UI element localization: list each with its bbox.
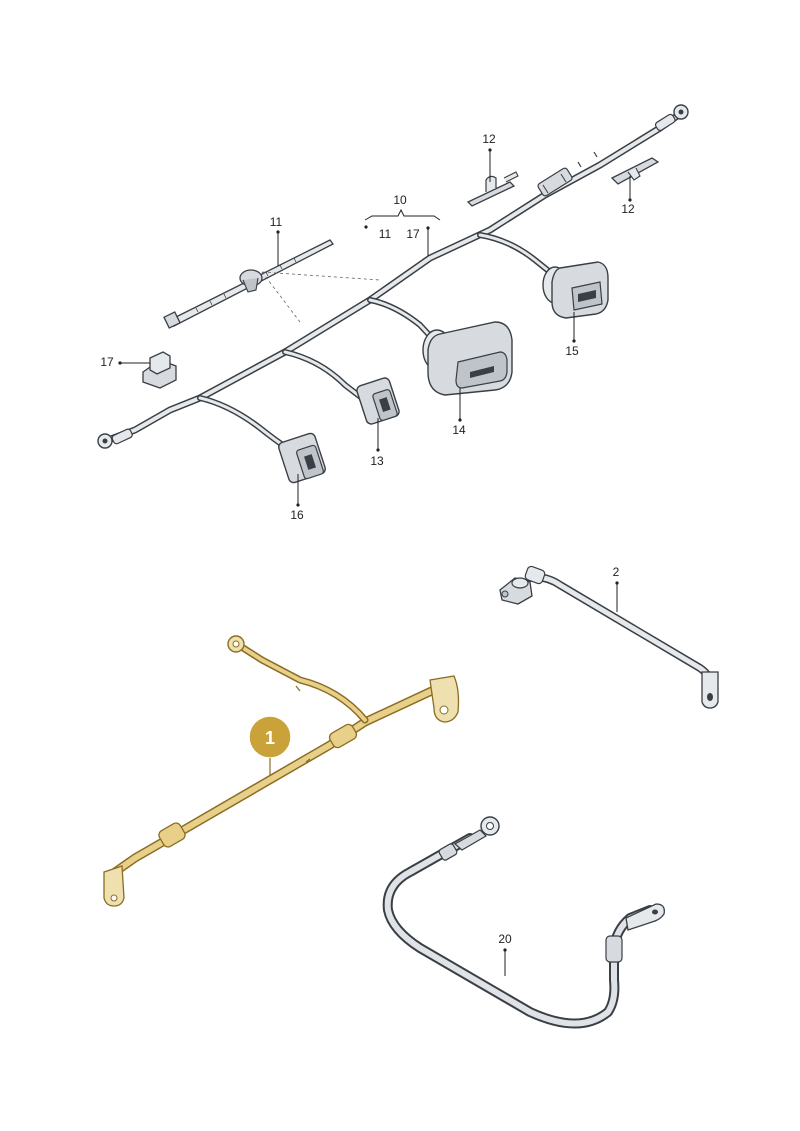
ring-terminal-right bbox=[654, 104, 689, 132]
label-2: 2 bbox=[613, 565, 620, 579]
label-1: 1 bbox=[265, 728, 275, 748]
callout-2: 2 bbox=[613, 565, 620, 612]
callout-17: 17 bbox=[100, 355, 150, 369]
clip-17 bbox=[142, 351, 177, 389]
highlighted-cable-1 bbox=[103, 635, 460, 907]
label-20: 20 bbox=[498, 932, 512, 946]
label-14: 14 bbox=[452, 423, 466, 437]
connector-14 bbox=[422, 321, 513, 396]
label-15: 15 bbox=[565, 344, 579, 358]
callout-1-badge[interactable]: 1 bbox=[248, 715, 292, 776]
label-10-sub-17: 17 bbox=[406, 227, 420, 241]
clip-12-right bbox=[610, 157, 660, 185]
label-10: 10 bbox=[393, 193, 407, 207]
callout-10: 10 11 17 bbox=[364, 193, 441, 256]
callout-12-top: 12 bbox=[482, 132, 496, 182]
connector-16 bbox=[278, 432, 326, 484]
inline-connector bbox=[537, 167, 573, 197]
label-11: 11 bbox=[270, 215, 283, 229]
callout-11: 11 bbox=[270, 215, 283, 266]
label-16: 16 bbox=[290, 508, 304, 522]
callout-15: 15 bbox=[565, 312, 579, 358]
connector-15 bbox=[542, 261, 609, 319]
label-12-top: 12 bbox=[482, 132, 496, 146]
label-17: 17 bbox=[100, 355, 114, 369]
label-12-right: 12 bbox=[621, 202, 635, 216]
cable-tie-11 bbox=[163, 239, 334, 329]
ground-strap-20 bbox=[382, 816, 665, 1029]
clip-12-top bbox=[466, 171, 519, 207]
callout-16: 16 bbox=[290, 474, 304, 522]
connector-13 bbox=[356, 377, 400, 425]
label-13: 13 bbox=[370, 454, 384, 468]
callout-12-right: 12 bbox=[621, 176, 635, 216]
label-10-sub-11: 11 bbox=[379, 227, 392, 241]
ring-terminal-left bbox=[97, 428, 133, 449]
battery-cable-2 bbox=[499, 565, 719, 709]
callout-14: 14 bbox=[452, 388, 466, 437]
main-wiring-harness bbox=[97, 104, 689, 484]
callout-13: 13 bbox=[370, 418, 384, 468]
callout-20: 20 bbox=[498, 932, 512, 976]
